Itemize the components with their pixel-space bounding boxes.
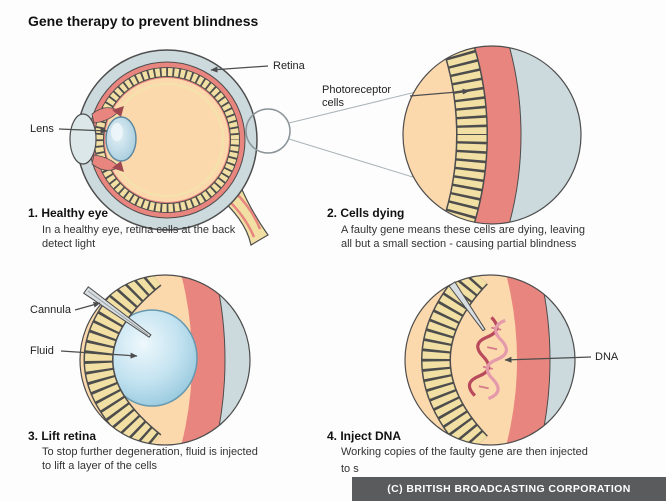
photoreceptor-cells-label: Photoreceptor cells: [322, 84, 392, 109]
fluid-pointer-line: [60, 350, 138, 359]
panel2-salmon-layer: [403, 46, 522, 224]
photoreceptor-pointer-line: [409, 88, 470, 97]
panel3-lifted-cells-band: [85, 275, 161, 445]
lens-shape: [105, 116, 137, 162]
label-pointer-lines: [58, 65, 592, 363]
panel3-caption-line2: to lift a layer of the cells: [42, 460, 157, 472]
lens-pointer-line: [58, 127, 108, 134]
panel4-salmon-layer: [405, 275, 551, 445]
dna-helix: [467, 316, 508, 401]
panel2-heading: 2. Cells dying: [327, 206, 405, 220]
eye-cross-section: [69, 49, 269, 246]
lift-retina-circle: [79, 274, 251, 446]
dna-pointer-line: [504, 356, 592, 363]
zoom-indicator-circle: [245, 108, 291, 154]
cornea: [69, 113, 97, 165]
panel4-caption-line1: Working copies of the faulty gene are th…: [341, 446, 588, 458]
inject-dna-circle: [404, 274, 576, 446]
retina-pointer-line: [210, 65, 269, 73]
iris: [91, 106, 124, 172]
retina-label: Retina: [273, 60, 305, 72]
panel3-heading: 3. Lift retina: [28, 429, 97, 443]
copyright-bar: (C) BRITISH BROADCASTING CORPORATION: [352, 477, 666, 501]
vitreous-interior: [105, 78, 229, 202]
fluid-label: Fluid: [30, 345, 54, 357]
panel2-photoreceptor-cells-band: [403, 46, 487, 224]
cells-dying-circle: [402, 45, 582, 225]
dna-strand-light: [485, 318, 508, 401]
panel2-caption-line1: A faulty gene means these cells are dyin…: [341, 224, 585, 236]
panel4-circle-outline: [404, 274, 576, 446]
panel3-circle-outline: [79, 274, 251, 446]
syringe-needle: [448, 281, 486, 332]
lens-highlight: [111, 123, 123, 141]
retina-cells-ring: [95, 68, 239, 212]
cannula-label: Cannula: [30, 304, 71, 316]
lens-label: Lens: [30, 123, 54, 135]
panel2-caption-line2: all but a small section - causing partia…: [341, 238, 577, 250]
panel1-caption-line1: In a healthy eye, retina cells at the ba…: [42, 224, 236, 236]
panel2-circle-outline: [402, 45, 582, 225]
panel4-heading: 4. Inject DNA: [327, 429, 402, 443]
panel1-caption-line2: detect light: [42, 238, 96, 250]
panel1-heading: 1. Healthy eye: [28, 206, 109, 220]
dna-label: DNA: [595, 351, 619, 363]
cannula-pointer-line: [74, 301, 101, 311]
copyright-text: (C) BRITISH BROADCASTING CORPORATION: [387, 483, 631, 495]
panel4-caption-line2: to s: [341, 463, 359, 475]
cannula-needle: [82, 286, 152, 338]
panel3-salmon-layer: [80, 275, 226, 445]
panel3-caption-line1: To stop further degeneration, fluid is i…: [42, 446, 258, 458]
magnifier-connector-lines: [288, 91, 417, 179]
page-title: Gene therapy to prevent blindness: [28, 13, 259, 29]
